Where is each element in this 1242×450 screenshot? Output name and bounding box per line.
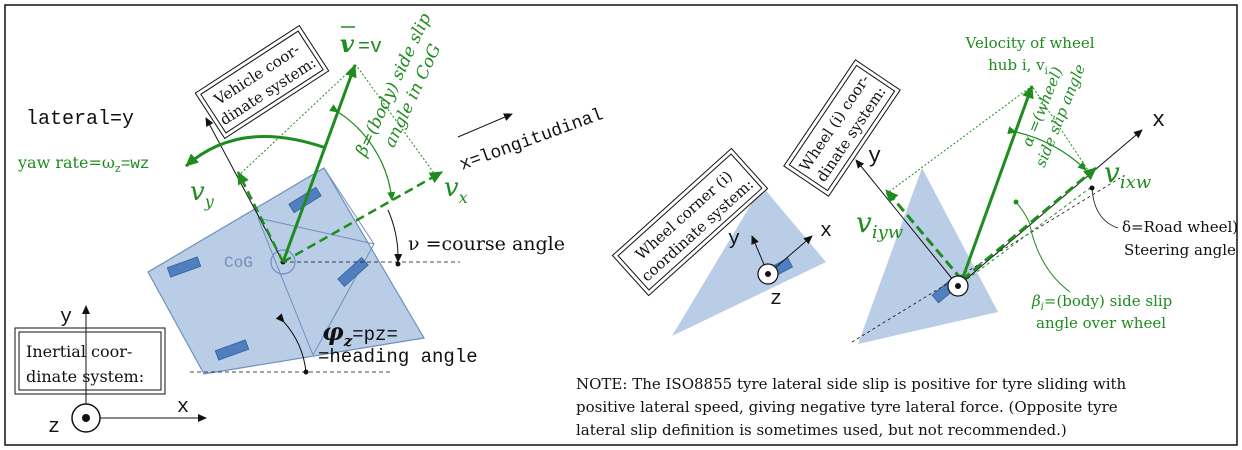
lateral-label: lateral=y [26, 108, 134, 131]
beta-i-label-2: angle over wheel [1036, 314, 1166, 332]
inertial-z-label: z [48, 416, 60, 439]
vx-vector [282, 170, 443, 264]
viyw-vector [884, 189, 964, 281]
velocity-vector [281, 64, 357, 263]
yaw-rate-label: yaw rate=ωz=wz [17, 153, 150, 175]
lateral-axis [205, 117, 284, 263]
velocity-eq: =v [358, 36, 382, 59]
vx-label: vx [444, 173, 468, 207]
inertial-y-label: y [60, 306, 72, 329]
heading-angle-label: φz=pz= [322, 317, 398, 350]
wheel-cs-box: Wheel (i) coor- dinate system: [783, 59, 901, 197]
delta-label-2: Steering angle [1124, 241, 1236, 259]
vy-vector [236, 171, 285, 263]
wheel-velocity-vector [960, 85, 1034, 281]
wheel-corner-shape [672, 186, 826, 336]
corner-y-label: y [728, 228, 740, 251]
svg-text:x=longitudinal: x=longitudinal [457, 105, 606, 176]
delta-label-1: δ=Road wheel) [1122, 218, 1238, 236]
vehicle-cs-box: Vehicle coor- dinate system: [194, 24, 330, 140]
vy-label: vy [190, 177, 215, 211]
inertial-cs-box: Inertial coor- dinate system: [14, 327, 166, 395]
cog-label: CoG [224, 254, 253, 272]
longitudinal-axis-arrow [457, 113, 513, 138]
note-line-1: NOTE: The ISO8855 tyre lateral side slip… [576, 375, 1127, 393]
vx-projection-line [355, 64, 437, 177]
wheel-velocity-label-1: Velocity of wheel [964, 34, 1094, 52]
delta-leader [1091, 187, 1119, 229]
alpha-angle-arc [1007, 126, 1087, 171]
vy-projection-line [237, 64, 357, 177]
velocity-label: v [340, 29, 355, 58]
beta-label: β=(body) side slip angle in CoG [351, 10, 445, 160]
inertial-x-label: x [177, 396, 189, 419]
course-angle-label: ν =course angle [408, 233, 565, 255]
vixw-label: vixw [1104, 156, 1152, 193]
beta-i-leader [1029, 225, 1071, 293]
svg-text:dinate system:: dinate system: [26, 367, 144, 386]
wheel-vy-projection [885, 85, 1033, 195]
beta-i-arc [1015, 201, 1031, 225]
corner-z-label: z [770, 288, 782, 311]
corner-x-label: x [820, 220, 832, 243]
wheel-x-label: x [1152, 108, 1165, 133]
viyw-label: viyw [856, 206, 904, 243]
wheel-y-axis [855, 159, 959, 287]
svg-text:Inertial coor-: Inertial coor- [26, 342, 132, 361]
note-line-3: lateral slip definition is sometimes use… [576, 421, 1067, 439]
yaw-rate-arc [185, 134, 327, 168]
beta-i-label-1: βi=(body) side slip [1031, 292, 1172, 313]
wheel-y-label: y [868, 144, 881, 169]
heading-angle-label-2: =heading angle [318, 346, 478, 368]
beta-angle-arc [329, 104, 396, 201]
heading-angle-arc [275, 313, 307, 373]
cog-circle [270, 249, 296, 275]
wheel-velocity-label-2: hub i, vi [988, 56, 1048, 77]
wheel-region-shape [858, 168, 998, 344]
longitudinal-label: x=longitudinal [457, 105, 606, 176]
note-line-2: positive lateral speed, giving negative … [576, 398, 1118, 416]
diagram-frame [4, 4, 1238, 446]
course-angle-arc [387, 209, 403, 263]
